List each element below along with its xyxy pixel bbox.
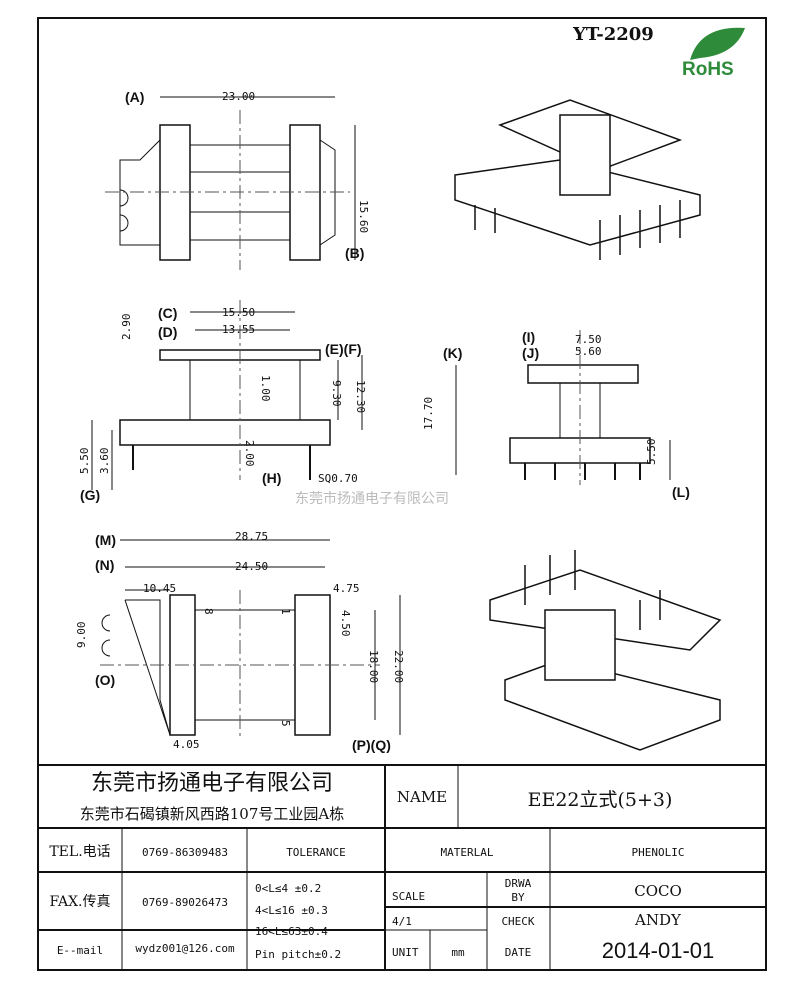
material-label-text: MATERLAL [441, 846, 494, 859]
sq-text: SQ0.70 [318, 472, 358, 485]
o-text: (O) [95, 672, 115, 688]
drawn-label-1-text: DRWA [505, 877, 532, 890]
company-address: 东莞市石碣镇新风西路107号工业园A栋 [80, 805, 344, 823]
d550-text: 5.50 [645, 439, 658, 466]
g-text: (G) [80, 487, 100, 503]
date: 2014-01-01 [602, 938, 715, 963]
d1550-text: 15.50 [222, 306, 255, 319]
name-label-text: NAME [397, 788, 447, 806]
1-text: 4<L≤16 ±0.3 [255, 904, 328, 917]
d1230-text: 12.30 [354, 380, 367, 413]
top-view: (A) 23.00 (B) 15.60 [105, 89, 370, 270]
scale-label-text: SCALE [392, 890, 425, 903]
d2200-text: 22.00 [392, 650, 405, 683]
fax-number: 0769-89026473 [142, 896, 228, 909]
isometric-view-top [454, 99, 701, 260]
n-text: (N) [95, 557, 114, 573]
email: wydz001@126.com [135, 942, 235, 955]
l-text: (L) [672, 484, 690, 500]
company-name: 东莞市扬通电子有限公司 [91, 771, 333, 796]
d560-text: 5.60 [575, 345, 602, 358]
check-label-text: CHECK [501, 915, 534, 928]
d360-text: 3.60 [98, 448, 111, 475]
tel-label-text: TEL.电话 [49, 844, 110, 860]
d450-text: 4.50 [339, 610, 352, 637]
tel-number: 0769-86309483 [142, 846, 228, 859]
unit-label-text: UNIT [392, 946, 419, 959]
3-text: Pin pitch±0.2 [255, 948, 341, 961]
d930-text: 9.30 [330, 380, 343, 407]
d475-text: 4.75 [333, 582, 360, 595]
d200-text: 2.00 [243, 440, 256, 467]
d2875-text: 28.75 [235, 530, 268, 543]
email-label-text: E--mail [57, 944, 103, 957]
drawn-label-2-text: BY [511, 891, 525, 904]
tolerance-label-text: TOLERANCE [286, 846, 346, 859]
pin8-text: 8 [202, 608, 215, 615]
rohs-logo: RoHS [682, 27, 745, 80]
pin1-text: 1 [279, 608, 292, 615]
2-text: 16<L≤63±0.4 [255, 925, 328, 938]
d750-text: 7.50 [575, 333, 602, 346]
title-block: 东莞市扬通电子有限公司 东莞市石碣镇新风西路107号工业园A栋 NAME EE2… [38, 764, 766, 970]
i-text: (I) [522, 329, 535, 345]
0-text: 0<L≤4 ±0.2 [255, 882, 321, 895]
ef-text: (E)(F) [325, 341, 362, 357]
pq-text: (P)(Q) [352, 737, 391, 753]
isometric-view-bottom [489, 550, 722, 751]
d900-text: 9.00 [75, 622, 88, 649]
drawing-number: YT-2209 [572, 24, 654, 45]
d2450-text: 24.50 [235, 560, 268, 573]
w-text: 23.00 [222, 90, 255, 103]
d100-text: 1.00 [259, 375, 272, 402]
c-text: (C) [158, 305, 177, 321]
scale: 4/1 [392, 915, 412, 928]
d1770-text: 17.70 [422, 397, 435, 430]
pin5-text: 5 [279, 720, 292, 727]
h-text: (H) [262, 470, 281, 486]
b-text: (B) [345, 245, 364, 261]
date-label-text: DATE [505, 946, 532, 959]
d1800-text: 18.00 [367, 650, 380, 683]
front-view: (C) (D) 15.50 13.55 2.90 (E)(F) 1.00 9.3… [78, 300, 367, 503]
d1355-text: 13.55 [222, 323, 255, 336]
d290-text: 2.90 [120, 314, 133, 341]
d-text: (D) [158, 324, 177, 340]
j-text: (J) [522, 345, 539, 361]
part-name: EE22立式(5+3) [528, 789, 673, 811]
k-text: (K) [443, 345, 462, 361]
d405-text: 4.05 [173, 738, 200, 751]
d1045-text: 10.45 [143, 582, 176, 595]
d550-text: 5.50 [78, 448, 91, 475]
fax-label-text: FAX.传真 [49, 894, 110, 910]
m-text: (M) [95, 532, 116, 548]
watermark: 东莞市扬通电子有限公司 [295, 490, 449, 506]
material: PHENOLIC [632, 846, 685, 859]
rohs-text: RoHS [682, 59, 734, 80]
unit: mm [451, 946, 465, 959]
h-text: 15.60 [357, 200, 370, 233]
drawn-by: COCO [634, 882, 682, 900]
a-text: (A) [125, 89, 144, 105]
checked-by: ANDY [634, 911, 682, 929]
sheet-border [37, 17, 767, 971]
side-view: (K) (I) (J) 7.50 5.60 17.70 5.50 (L) [422, 329, 690, 500]
bottom-view: (M) (N) 28.75 24.50 10.45 4.75 9.00 4.50… [75, 530, 405, 753]
